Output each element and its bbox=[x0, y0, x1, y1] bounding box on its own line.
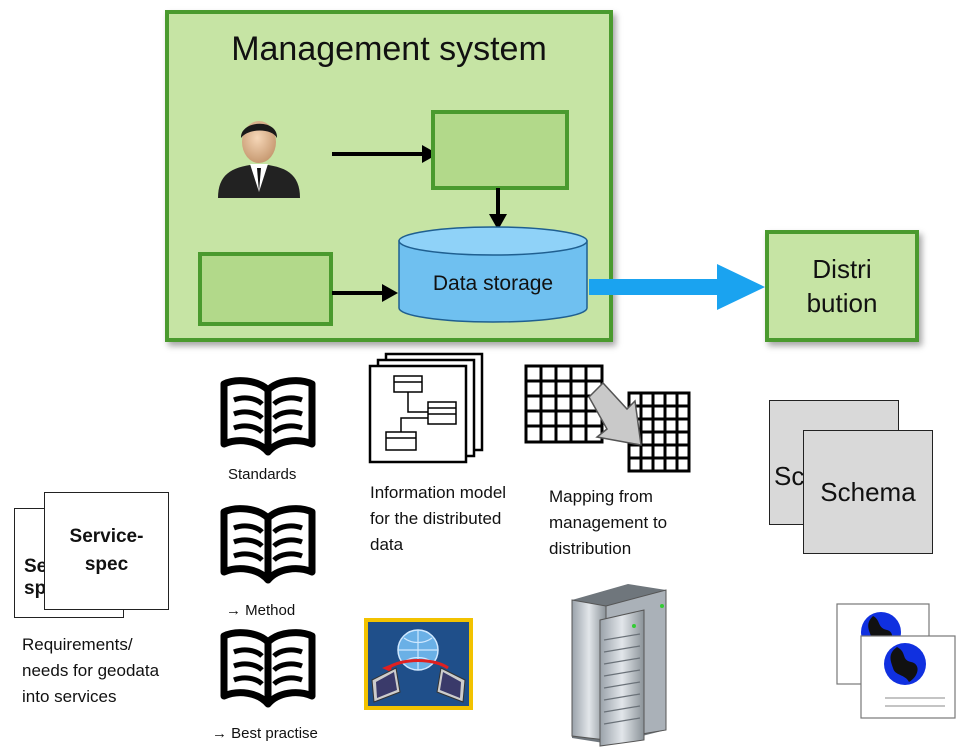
schema-doc-front: Schema bbox=[803, 430, 933, 554]
arrow-process-to-storage bbox=[489, 188, 507, 230]
arrow-storage-to-distribution bbox=[589, 264, 765, 310]
data-storage-label: Data storage bbox=[432, 272, 554, 295]
process-box-top bbox=[431, 110, 569, 190]
arrow-user-to-process bbox=[332, 145, 438, 163]
process-box-left bbox=[198, 252, 333, 326]
globe-document-icon bbox=[836, 603, 956, 719]
arrow-input-to-storage bbox=[332, 284, 398, 302]
server-icon bbox=[571, 584, 667, 747]
requirements-label: Requirements/ needs for geodata into ser… bbox=[22, 635, 160, 706]
best-practice-label: → Best practise bbox=[212, 725, 318, 742]
service-spec-label: Service-spec bbox=[69, 526, 144, 575]
book-icon-best-practice bbox=[220, 629, 316, 708]
management-system-title: Management system bbox=[231, 30, 547, 68]
network-globe-icon bbox=[364, 618, 473, 710]
book-icon-standards bbox=[220, 377, 316, 456]
uml-document-icon bbox=[368, 352, 484, 464]
user-icon bbox=[218, 121, 300, 198]
data-storage-cylinder bbox=[398, 226, 588, 323]
distribution-box: Distri bution bbox=[765, 230, 919, 342]
standards-label: Standards bbox=[228, 466, 297, 483]
distribution-label: Distri bution bbox=[806, 254, 878, 318]
service-spec-doc-front: Service-spec bbox=[44, 492, 169, 610]
information-model-label: Information model for the distributed da… bbox=[370, 483, 507, 554]
schema-label: Schema bbox=[820, 476, 916, 507]
mapping-grid-icon bbox=[524, 364, 691, 473]
method-label: → Method bbox=[226, 602, 296, 619]
mapping-label: Mapping from management to distribution bbox=[549, 487, 668, 558]
book-icon-method bbox=[220, 505, 316, 584]
